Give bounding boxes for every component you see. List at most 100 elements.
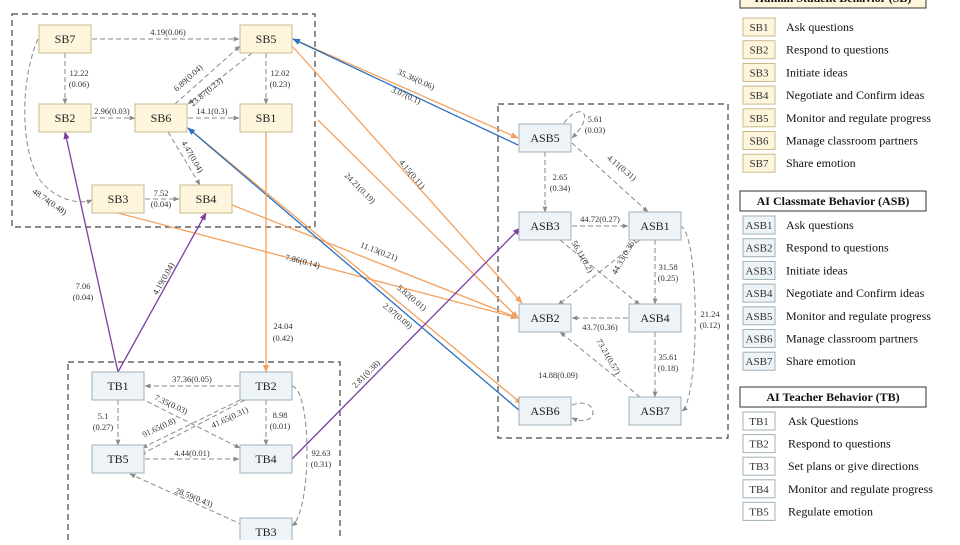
node-label: ASB7: [640, 404, 669, 418]
edge-label: 5.1: [98, 411, 109, 421]
edge-label: 24.04: [273, 321, 293, 331]
edge-label: 73.21(0.57): [594, 337, 623, 376]
legend-code: SB5: [750, 113, 769, 125]
node-label: ASB1: [640, 219, 669, 233]
legend-description: Manage classroom partners: [786, 332, 918, 346]
node-asb5: ASB5: [518, 123, 572, 153]
legend-swatch: [742, 85, 776, 105]
edge-label: (0.04): [151, 199, 172, 209]
legend-swatch: [742, 153, 776, 173]
legend-swatch: [742, 329, 776, 348]
edge-label: (0.42): [273, 333, 294, 343]
legend-item: ASB2 Respond to questions: [742, 238, 889, 258]
node-sb5: SB5: [239, 24, 293, 54]
legend-code: ASB3: [746, 265, 773, 277]
legend-swatch: [742, 479, 776, 499]
edge-label: 92.63: [311, 448, 330, 458]
legend-code: SB3: [750, 67, 769, 79]
node-box: [518, 396, 572, 426]
edge-orange-15: [117, 212, 519, 320]
legend-description: Respond to questions: [788, 437, 891, 451]
node-label: ASB6: [530, 404, 559, 418]
node-box: [91, 444, 145, 474]
edge-label: 37.36(0.05): [172, 374, 212, 384]
legend-swatch: [742, 501, 776, 521]
node-sb2: SB2: [38, 103, 92, 133]
legend-swatch: [742, 351, 776, 371]
edge-label: 23.87(0.23): [188, 75, 225, 108]
edge-purple-20: [117, 212, 207, 373]
node-sb7: SB7: [38, 24, 92, 54]
node-tb1: TB1: [91, 371, 145, 401]
edge-dashed-38: [139, 399, 246, 456]
node-label: ASB4: [640, 311, 669, 325]
node-box: [518, 123, 572, 153]
node-box: [134, 103, 188, 133]
edge-label: 2.96(0.03): [94, 106, 130, 116]
edge-label: (0.27): [93, 422, 114, 432]
edge-label: 7.86(0.14): [284, 252, 321, 270]
legend-code: TB4: [749, 484, 769, 496]
legend-code: SB2: [750, 45, 769, 57]
edge-label: 4.15(0.11): [397, 157, 427, 190]
node-label: TB5: [107, 452, 128, 466]
node-box: [628, 211, 682, 241]
edge-label: 44.72(0.27): [580, 214, 620, 224]
edge-label: (0.04): [73, 292, 94, 302]
node-box: [91, 184, 145, 214]
edge-label: (0.12): [700, 320, 721, 330]
edge-dashed-22: [559, 111, 586, 139]
legend-code: SB7: [750, 158, 769, 170]
legend-description: Ask Questions: [788, 414, 859, 428]
legend-description: Respond to questions: [786, 241, 889, 255]
node-tb5: TB5: [91, 444, 145, 474]
edge-label: 91.65(0.8): [141, 415, 177, 439]
edge-blue-17: [187, 127, 521, 412]
legend-title-box: [739, 386, 927, 408]
legend-code: TB3: [749, 461, 769, 473]
node-box: [628, 303, 682, 333]
edge-dashed-27: [557, 239, 641, 306]
edge-orange-12: [317, 119, 519, 319]
edge-label: 2.97(0.09): [381, 300, 415, 331]
node-asb6: ASB6: [518, 396, 572, 426]
legend-swatch: [742, 238, 776, 258]
legend-code: ASB5: [746, 311, 773, 323]
node-tb2: TB2: [239, 371, 293, 401]
node-label: TB2: [255, 379, 276, 393]
edge-label: 7.06: [76, 281, 91, 291]
node-label: TB3: [255, 525, 276, 539]
edge-label: 31.58: [658, 262, 677, 272]
edge-label: 43.7(0.36): [582, 322, 618, 332]
node-asb3: ASB3: [518, 211, 572, 241]
node-tb3: TB3: [239, 517, 293, 545]
edge-label: 7.35(0.03): [153, 392, 189, 416]
edge-dashed-37: [141, 399, 241, 449]
legend-code: ASB2: [746, 243, 773, 255]
legend-description: Regulate emotion: [788, 504, 873, 518]
node-label: ASB2: [530, 311, 559, 325]
node-label: SB2: [55, 111, 76, 125]
node-box: [179, 184, 233, 214]
node-label: SB6: [151, 111, 172, 125]
legend-code: SB6: [750, 136, 769, 148]
node-asb4: ASB4: [628, 303, 682, 333]
sb-group-border: [11, 13, 316, 228]
edge-orange-13: [292, 46, 523, 304]
legend-code: TB2: [749, 439, 769, 451]
edge-label: 6.89(0.04): [171, 62, 204, 93]
legend-code: ASB7: [746, 356, 773, 368]
